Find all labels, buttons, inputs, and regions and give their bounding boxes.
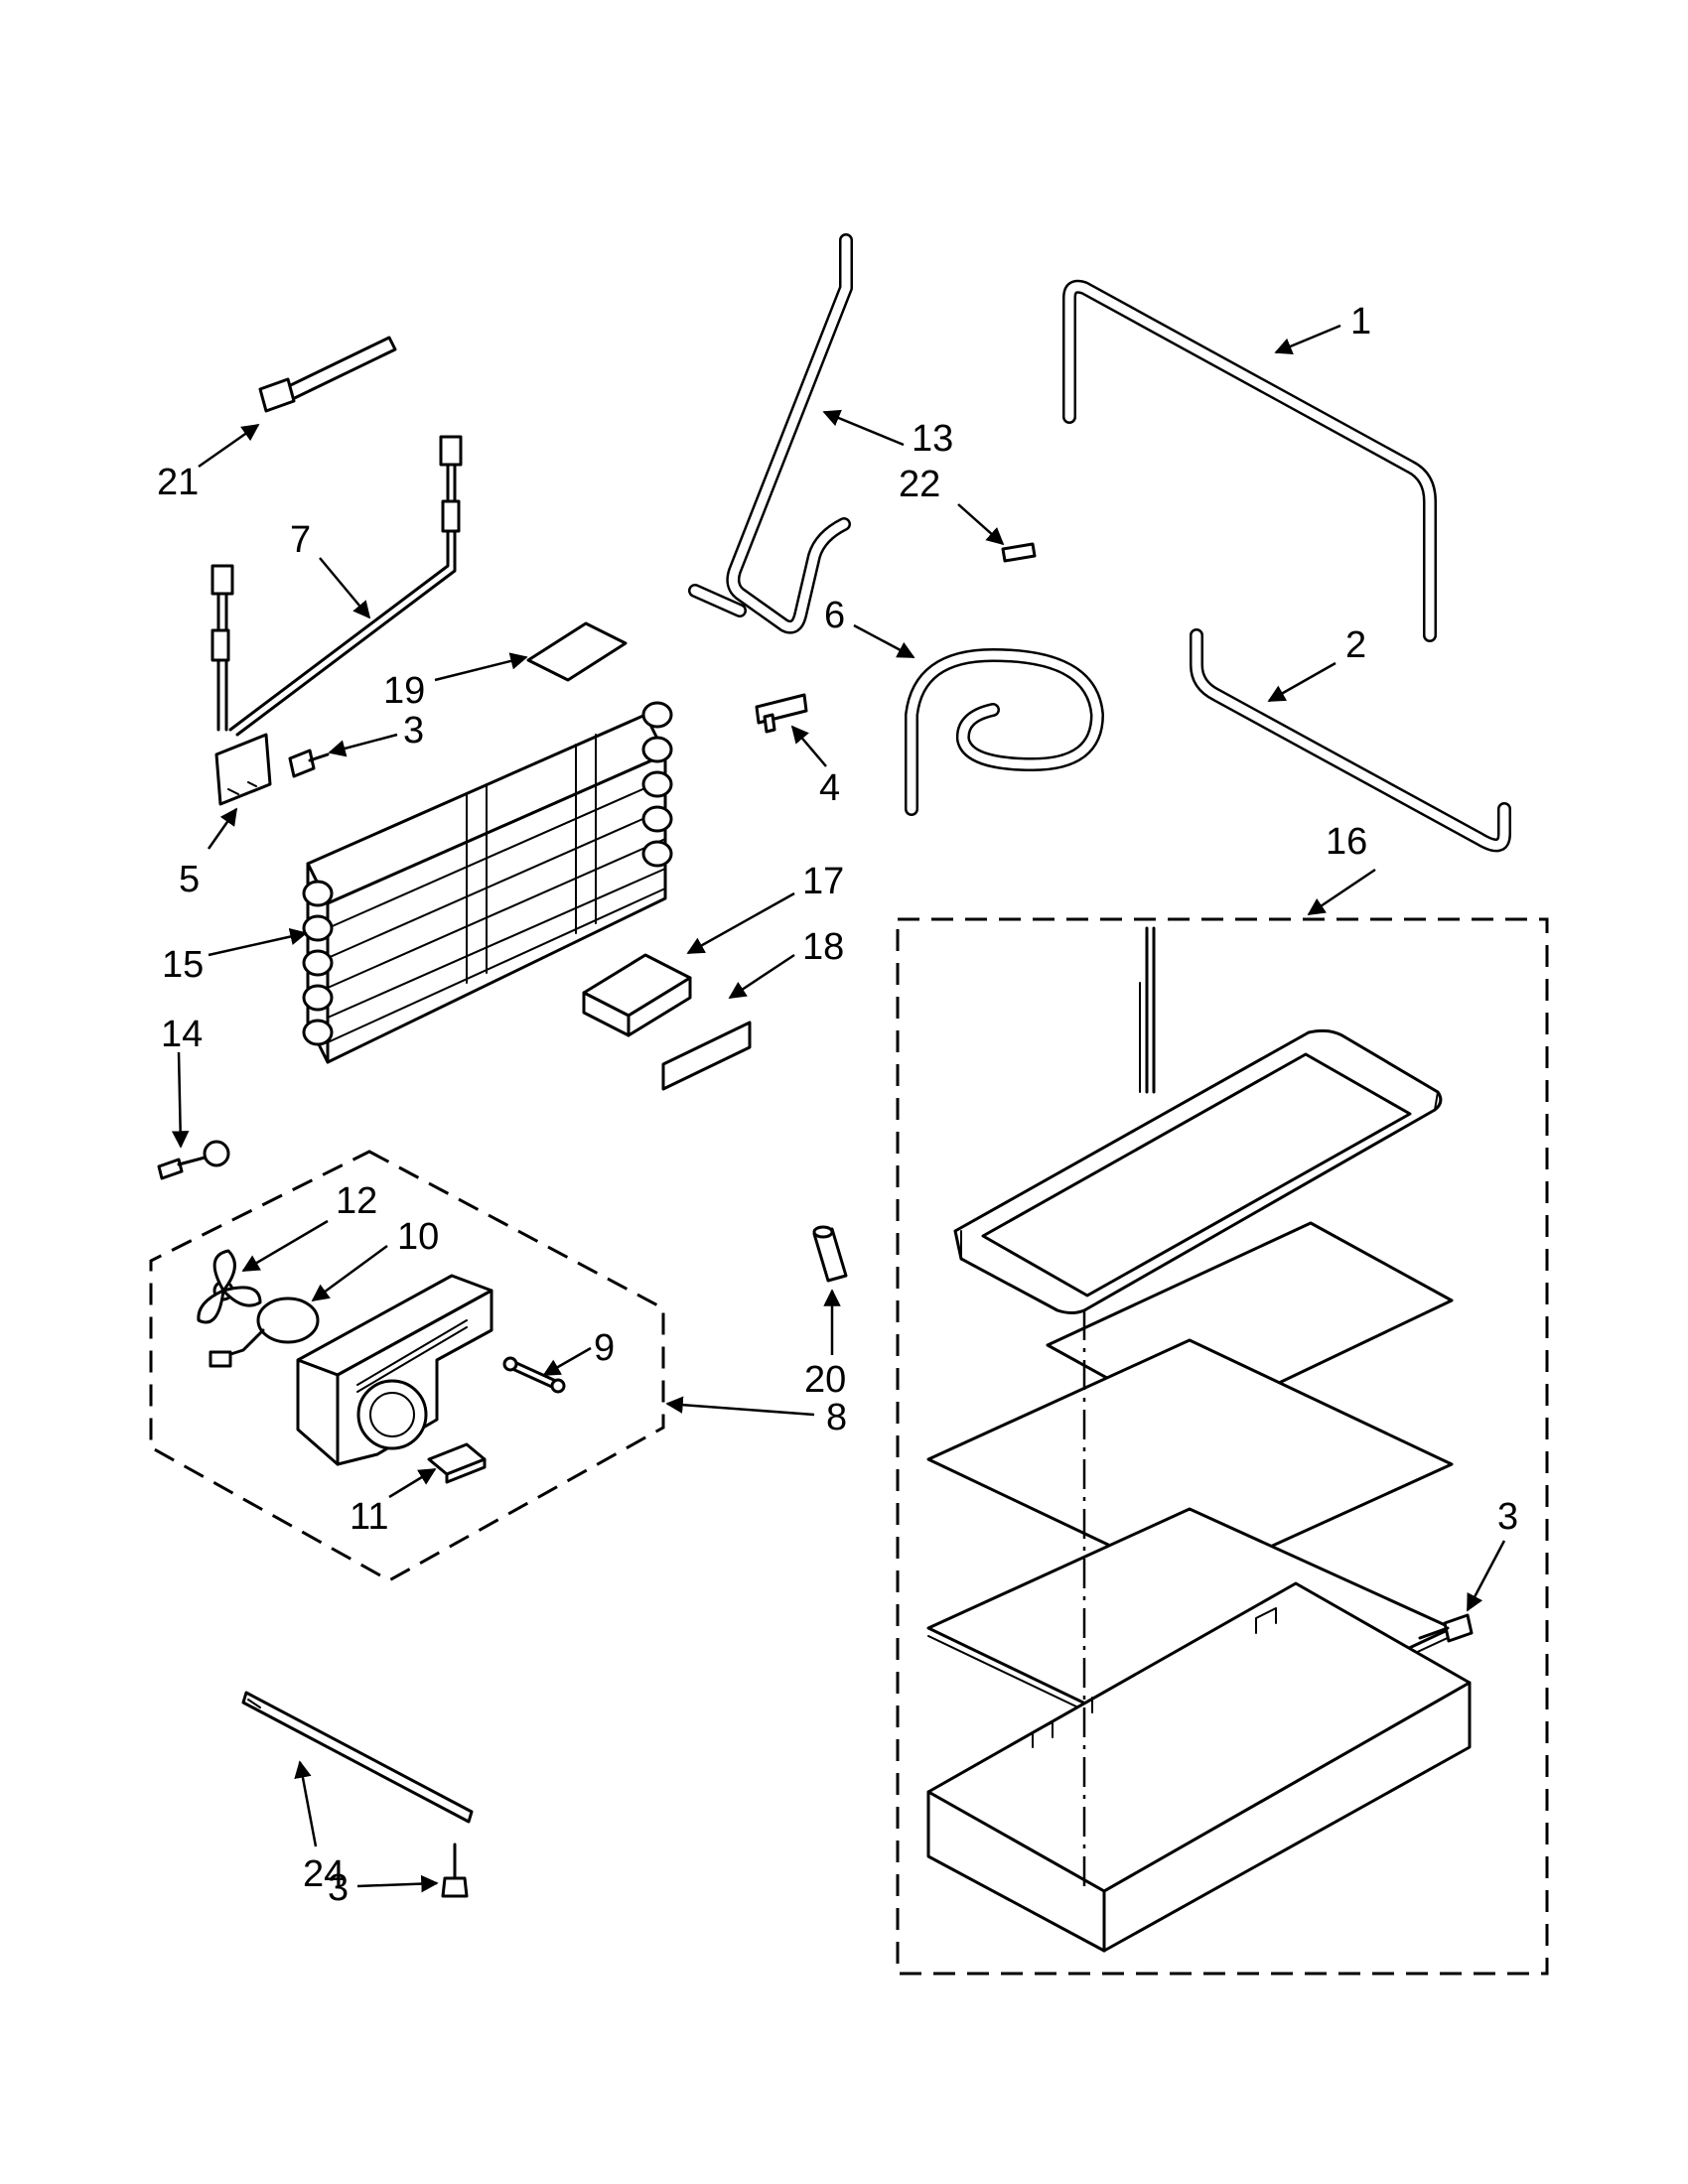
- leader-1: [1274, 324, 1341, 355]
- part-13-tube: [688, 233, 853, 634]
- callout-19: 19: [383, 670, 425, 712]
- leader-11: [388, 1467, 437, 1499]
- leader-13: [822, 409, 905, 447]
- drain-tube: [1139, 926, 1156, 1094]
- bottom-drain-pan: [926, 1581, 1472, 1953]
- leader-24: [294, 1760, 318, 1847]
- part-5-bracket: [214, 733, 272, 806]
- leader-5: [207, 807, 238, 850]
- leader-3a: [328, 733, 398, 757]
- callout-15: 15: [162, 944, 204, 986]
- leader-15: [208, 927, 308, 957]
- leader-21: [198, 423, 260, 469]
- part-17-bracket: [582, 953, 692, 1037]
- part-4-clip: [755, 693, 808, 734]
- leader-19: [434, 652, 528, 682]
- part-11-clip: [427, 1442, 487, 1484]
- part-2-tube: [1190, 628, 1511, 853]
- leader-12: [241, 1219, 329, 1273]
- callout-labels: 1 2 16 13 22 6 4 21 7 19 3 5 15 17 18 14…: [157, 301, 1518, 1909]
- callout-21: 21: [157, 462, 199, 503]
- callout-9: 9: [594, 1327, 615, 1369]
- leader-14: [171, 1051, 190, 1149]
- callout-12: 12: [336, 1180, 377, 1222]
- part-10-motor: [209, 1297, 320, 1368]
- callout-1: 1: [1350, 301, 1371, 342]
- callout-22: 22: [899, 464, 940, 505]
- leader-10: [311, 1244, 388, 1302]
- part-6-coiled-tube: [905, 648, 1104, 816]
- callout-4: 4: [819, 767, 840, 809]
- part-24-strip: [241, 1691, 474, 1824]
- leader-8: [665, 1396, 815, 1417]
- leader-22: [957, 503, 1005, 546]
- part-3-screw-lower: [441, 1843, 469, 1898]
- callout-10: 10: [397, 1216, 439, 1258]
- part-15-evaporator: [302, 701, 673, 1064]
- part-8-fan-assembly-boundary: [149, 1150, 665, 1582]
- callout-5: 5: [179, 859, 200, 900]
- part-16-drain-pan-boundary: [896, 917, 1549, 1976]
- leader-3b: [1466, 1540, 1506, 1612]
- callout-7: 7: [290, 519, 311, 561]
- leader-18: [728, 953, 795, 1000]
- part-14-sensor: [157, 1140, 230, 1180]
- part-20-sleeve: [812, 1225, 848, 1283]
- callout-11: 11: [350, 1496, 388, 1538]
- leader-17: [686, 891, 795, 955]
- part-18-plate: [661, 1021, 752, 1091]
- leader-4: [790, 725, 827, 767]
- callout-8: 8: [826, 1397, 847, 1438]
- callout-18: 18: [802, 926, 844, 968]
- callout-20: 20: [804, 1359, 846, 1401]
- callout-14: 14: [161, 1014, 203, 1055]
- part-22-clip: [1001, 542, 1037, 563]
- part-7-wire-harness: [211, 435, 463, 737]
- part-3-screw-upper: [288, 749, 330, 778]
- callout-24: 24: [303, 1853, 345, 1895]
- callout-16: 16: [1326, 821, 1367, 863]
- part-12-fan-blade: [197, 1249, 262, 1324]
- part-3-screw-right: [1418, 1613, 1474, 1643]
- part-21-cable-tie: [258, 336, 397, 413]
- leader-6: [853, 623, 915, 659]
- callout-3b: 3: [1497, 1496, 1518, 1538]
- upper-drain-tray: [953, 1028, 1443, 1314]
- part-9-bracket: [502, 1356, 566, 1394]
- callout-2: 2: [1345, 624, 1366, 666]
- leader-7: [319, 557, 371, 619]
- insulation-sheet-2: [926, 1338, 1454, 1585]
- callout-17: 17: [802, 861, 844, 902]
- leader-16: [1307, 868, 1376, 916]
- callout-3a: 3: [403, 710, 424, 751]
- callout-13: 13: [912, 418, 953, 460]
- leader-3c: [356, 1874, 439, 1893]
- callout-6: 6: [824, 595, 845, 636]
- coil-return-bends-left: [302, 880, 334, 1046]
- fan-shroud: [296, 1274, 493, 1466]
- leader-2: [1267, 661, 1336, 703]
- coil-return-bends-right: [641, 701, 673, 868]
- callout-3c: 3: [328, 1867, 349, 1909]
- part-1-tube: [1062, 279, 1437, 642]
- leader-9: [542, 1346, 592, 1377]
- part-19-pad: [526, 621, 628, 682]
- leader-lines: [171, 324, 1506, 1893]
